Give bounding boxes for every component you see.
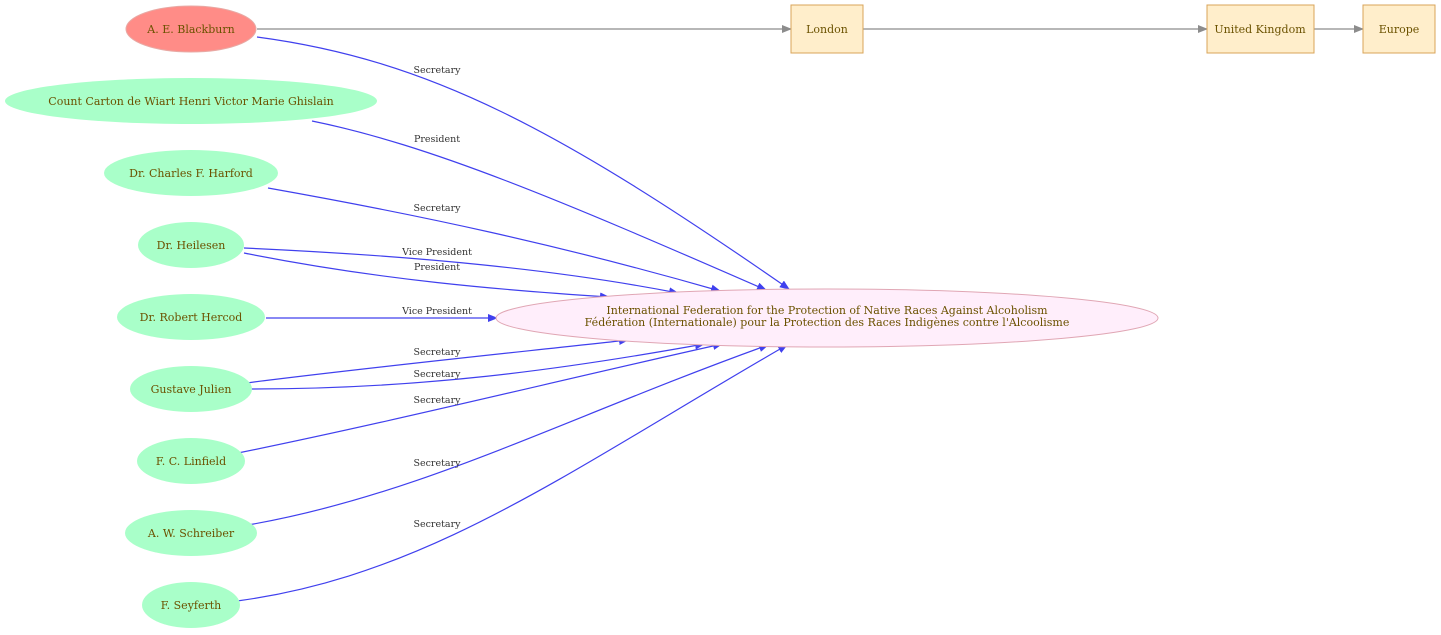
node-label-uk: United Kingdom xyxy=(1214,23,1306,36)
edge-label-hercod: Vice President xyxy=(401,306,472,317)
node-label-linfield: F. C. Linfield xyxy=(156,455,226,468)
node-label-federation-line2: Fédération (Internationale) pour la Prot… xyxy=(585,316,1070,329)
node-label-seyferth: F. Seyferth xyxy=(161,599,222,612)
edge-label-seyferth: Secretary xyxy=(413,519,461,530)
node-label-harford: Dr. Charles F. Harford xyxy=(129,167,253,180)
node-london[interactable]: London xyxy=(790,4,864,54)
node-carton[interactable]: Count Carton de Wiart Henri Victor Marie… xyxy=(5,78,377,124)
edge-heilesen-vp-federation xyxy=(243,247,679,296)
node-label-london: London xyxy=(806,23,848,36)
node-seyferth[interactable]: F. Seyferth xyxy=(142,582,240,628)
node-schreiber[interactable]: A. W. Schreiber xyxy=(125,510,257,556)
node-federation[interactable]: International Federation for the Protect… xyxy=(495,288,1159,348)
node-julien[interactable]: Gustave Julien xyxy=(130,366,252,412)
edge-julien-1-federation xyxy=(245,337,629,384)
node-label-federation-line1: International Federation for the Protect… xyxy=(606,304,1048,317)
edge-heilesen-p-federation xyxy=(243,252,610,301)
node-uk[interactable]: United Kingdom xyxy=(1206,4,1315,54)
node-linfield[interactable]: F. C. Linfield xyxy=(137,438,245,484)
edge-label-heilesen-vp: Vice President xyxy=(401,247,472,258)
edge-seyferth-federation xyxy=(236,344,788,602)
edge-carton-federation xyxy=(311,120,767,291)
edge-label-julien-2: Secretary xyxy=(413,369,461,380)
edge-julien-2-federation xyxy=(250,341,705,390)
edge-label-julien-1: Secretary xyxy=(413,347,461,358)
edge-label-schreiber: Secretary xyxy=(413,458,461,469)
node-label-carton: Count Carton de Wiart Henri Victor Marie… xyxy=(48,95,333,108)
node-europe[interactable]: Europe xyxy=(1362,4,1436,54)
node-hercod[interactable]: Dr. Robert Hercod xyxy=(117,294,265,340)
node-heilesen[interactable]: Dr. Heilesen xyxy=(138,222,244,268)
node-label-hercod: Dr. Robert Hercod xyxy=(140,311,243,324)
edge-harford-federation xyxy=(267,187,721,293)
edge-schreiber-federation xyxy=(247,344,769,526)
node-label-heilesen: Dr. Heilesen xyxy=(157,239,226,252)
node-label-schreiber: A. W. Schreiber xyxy=(147,527,235,540)
node-label-blackburn: A. E. Blackburn xyxy=(146,23,234,36)
node-harford[interactable]: Dr. Charles F. Harford xyxy=(104,150,278,196)
edge-label-linfield: Secretary xyxy=(413,395,461,406)
edge-label-harford: Secretary xyxy=(413,203,461,214)
edge-blackburn-federation xyxy=(256,36,790,290)
node-blackburn[interactable]: A. E. Blackburn xyxy=(125,5,257,53)
edge-label-heilesen-p: President xyxy=(414,262,460,273)
edge-label-blackburn: Secretary xyxy=(413,65,461,76)
edge-linfield-federation xyxy=(237,342,723,454)
edge-label-carton: President xyxy=(414,134,460,145)
node-label-europe: Europe xyxy=(1379,23,1420,36)
node-label-julien: Gustave Julien xyxy=(151,383,232,396)
